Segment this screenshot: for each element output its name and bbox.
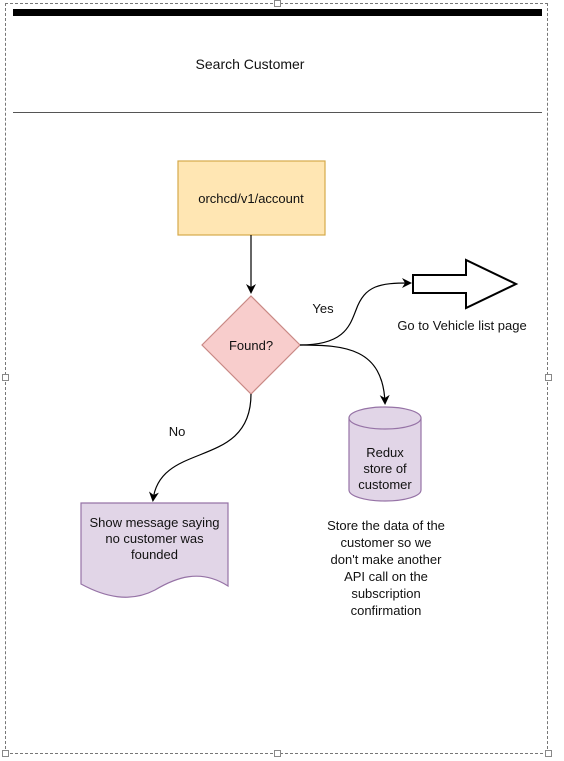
vehicle-page-label: Go to Vehicle list page — [397, 318, 526, 333]
decision-label: Found? — [229, 338, 273, 353]
resize-handle-bottom-right[interactable] — [545, 750, 552, 757]
not-found-message-node[interactable] — [80, 502, 229, 598]
header-divider — [13, 112, 542, 113]
connector-to-redux — [299, 344, 390, 405]
not-found-message-label: Show message saying no customer was foun… — [89, 515, 220, 562]
page-title: Search Customer — [195, 56, 305, 72]
connector-yes — [299, 278, 412, 346]
api-node[interactable] — [177, 160, 326, 236]
connector-no — [148, 393, 252, 502]
redux-store-label: Redux store of customer — [358, 445, 412, 492]
header-bar — [13, 9, 542, 16]
resize-handle-left[interactable] — [2, 374, 9, 381]
resize-handle-bottom-left[interactable] — [2, 750, 9, 757]
resize-handle-right[interactable] — [545, 374, 552, 381]
no-label: No — [169, 424, 186, 439]
resize-handle-top[interactable] — [274, 0, 281, 7]
resize-handle-bottom[interactable] — [274, 750, 281, 757]
redux-store-node[interactable] — [348, 406, 422, 502]
api-node-label: orchcd/v1/account — [198, 191, 304, 206]
vehicle-page-arrow-icon[interactable] — [412, 258, 519, 310]
store-note-text: Store the data of the customer so we don… — [327, 518, 445, 618]
yes-label: Yes — [312, 301, 334, 316]
